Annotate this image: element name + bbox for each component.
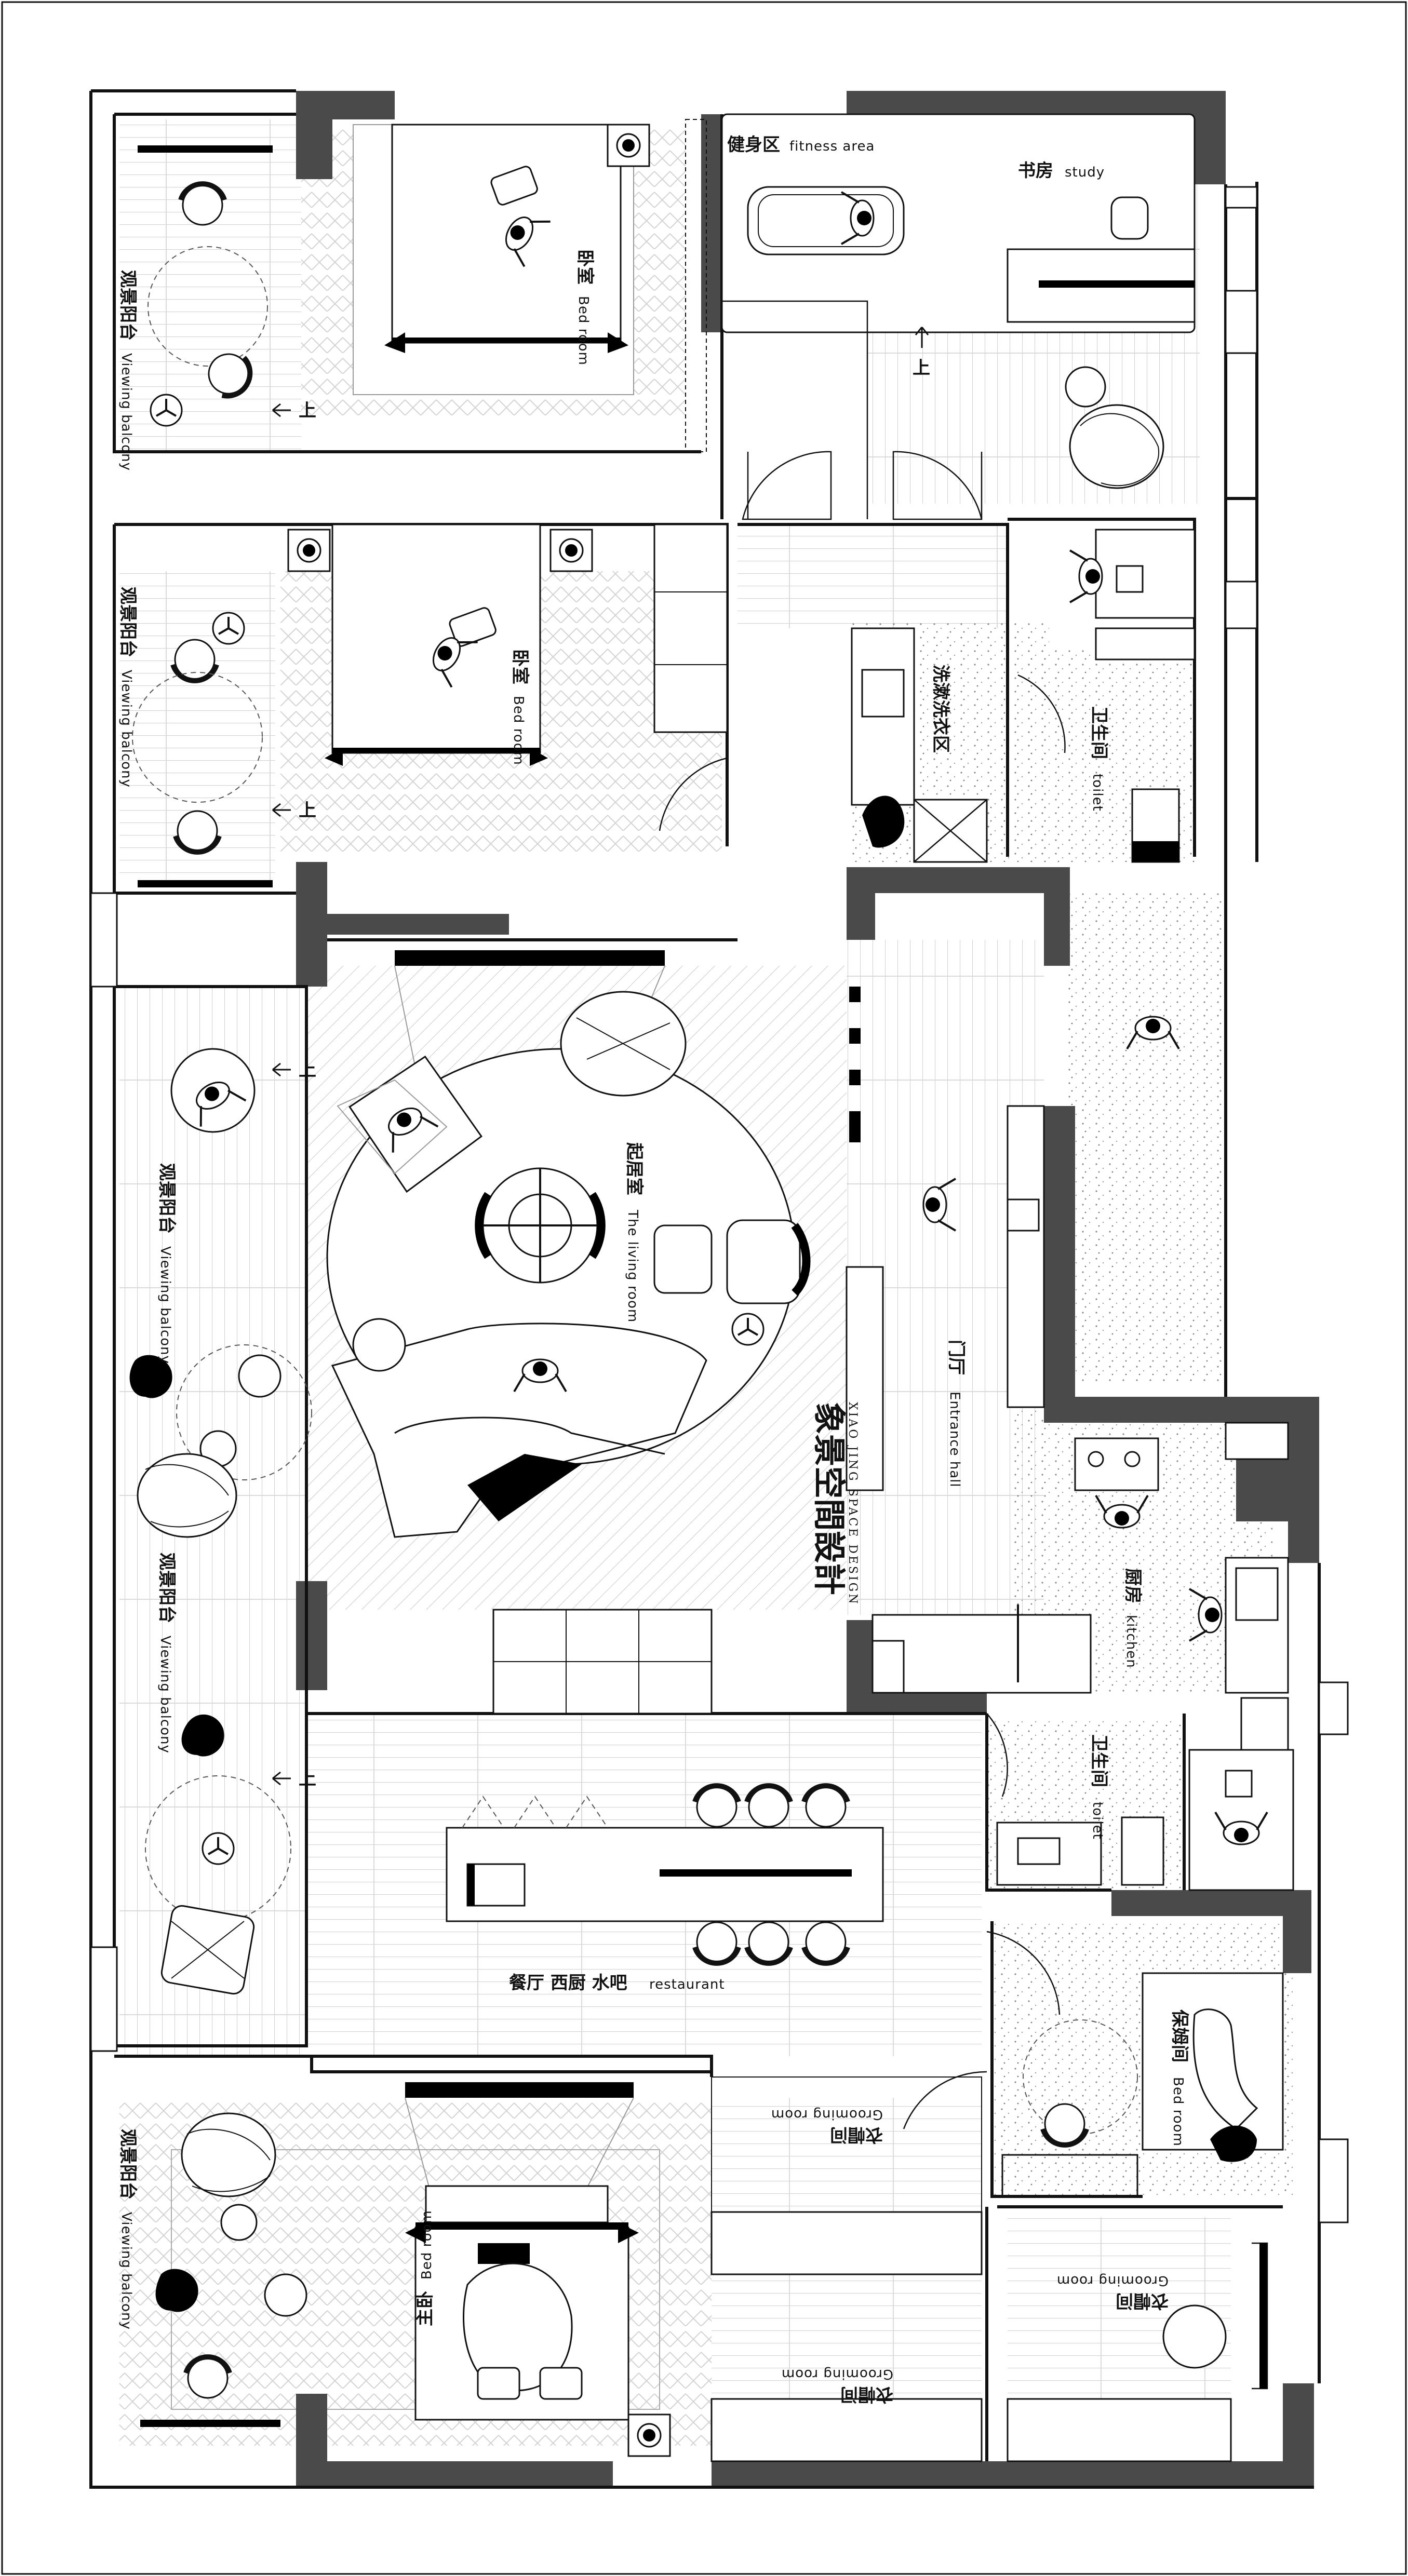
label-living-en: The living room <box>625 1209 640 1323</box>
laundry-toilet <box>851 529 1196 863</box>
structural-walls <box>296 91 1319 2487</box>
doors <box>659 451 1066 2129</box>
label-living-zh: 起居室 <box>624 1142 645 1195</box>
fitness-study <box>721 113 1196 519</box>
living-balcony <box>129 1048 312 1995</box>
label-cloak-3-zh: 衣帽间 <box>1116 2290 1169 2311</box>
label-balcony-bottom-zh: 观景阳台 <box>117 2129 138 2200</box>
brand-logo: 象景空間設計 XIAO JING SPACE DESIGN <box>810 1402 859 1606</box>
top-balcony <box>138 145 273 427</box>
label-cloak-1-en: Grooming room <box>771 2107 883 2122</box>
label-nanny-zh: 保姆间 <box>1169 2009 1190 2062</box>
label-cloak-2-zh: 衣帽间 <box>840 2384 893 2405</box>
label-toilet-top-en: toilet <box>1090 774 1105 812</box>
label-balcony-second-zh: 观景阳台 <box>117 587 138 657</box>
label-balcony-second-en: Viewing balcony <box>118 670 134 788</box>
dining <box>446 1609 884 1963</box>
room-labels: 健身区 fitness area 书房 study 卧室 Bed room 观景… <box>117 134 1190 2405</box>
label-master-en: Bed room <box>419 2210 435 2280</box>
nanny-room <box>1001 1972 1284 2197</box>
label-fitness-en: fitness area <box>789 139 875 154</box>
label-nanny-en: Bed room <box>1170 2077 1186 2147</box>
label-balcony-living-en: Viewing balcony <box>157 1246 173 1364</box>
stair-marker: 上 <box>299 1060 316 1081</box>
second-balcony <box>132 612 273 887</box>
label-balcony-living-zh: 观景阳台 <box>156 1163 177 1234</box>
mid-toilet <box>996 1749 1294 1891</box>
second-bedroom <box>287 523 728 766</box>
label-bedroom-second-zh: 卧室 <box>509 649 530 684</box>
master-bedroom <box>140 2076 1268 2462</box>
label-cloak-1-zh: 衣帽间 <box>830 2124 883 2145</box>
label-balcony-bottom-en: Viewing balcony <box>118 2212 134 2330</box>
stair-marker: 上 <box>299 800 316 821</box>
label-laundry-zh: 洗漱洗衣区 <box>930 665 951 753</box>
label-dining-zh: 餐厅 西厨 水吧 <box>509 1973 627 1993</box>
label-bedroom-top-en: Bed room <box>575 296 591 366</box>
label-dining-en: restaurant <box>649 1977 725 1992</box>
label-balcony-middle-zh: 观景阳台 <box>156 1553 177 1623</box>
stair-marker: 上 <box>299 400 316 421</box>
top-bedroom <box>384 119 707 452</box>
label-master-zh: 主卧 <box>415 2291 436 2326</box>
label-study-en: study <box>1065 165 1105 180</box>
label-balcony-middle-en: Viewing balcony <box>157 1636 173 1754</box>
living-room <box>326 950 811 1538</box>
label-kitchen-zh: 厨房 <box>1122 1568 1143 1603</box>
stair-marker: 上 <box>913 358 930 379</box>
label-bedroom-second-en: Bed room <box>511 696 526 765</box>
label-cloak-2-en: Grooming room <box>781 2366 893 2382</box>
label-kitchen-en: kitchen <box>1123 1615 1139 1668</box>
label-fitness-zh: 健身区 <box>727 134 780 155</box>
label-entrance-en: Entrance hall <box>947 1392 962 1488</box>
stair-markers: 上 上 上 上 上 <box>272 327 930 1789</box>
brand-name: 象景空間設計 <box>810 1402 848 1595</box>
label-balcony-top-zh: 观景阳台 <box>117 270 138 341</box>
brand-sub: XIAO JING SPACE DESIGN <box>846 1402 859 1606</box>
label-cloak-3-en: Grooming room <box>1056 2273 1169 2288</box>
label-toilet-mid-en: toilet <box>1090 1802 1105 1840</box>
label-study-zh: 书房 <box>1018 160 1053 181</box>
label-entrance-zh: 门厅 <box>946 1340 967 1375</box>
label-toilet-mid-zh: 卫生间 <box>1089 1734 1109 1787</box>
label-balcony-top-en: Viewing balcony <box>118 353 134 471</box>
stair-marker: 上 <box>299 1769 316 1789</box>
label-toilet-top-zh: 卫生间 <box>1089 706 1109 759</box>
entrance-hall <box>846 987 1180 1694</box>
label-bedroom-top-zh: 卧室 <box>574 249 595 285</box>
